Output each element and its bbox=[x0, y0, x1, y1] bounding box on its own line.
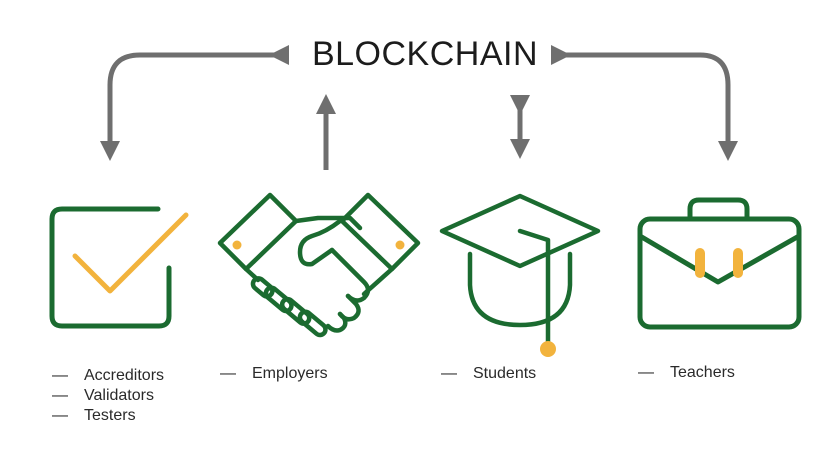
students-list: Students bbox=[441, 364, 536, 384]
graduation-cap-icon bbox=[439, 193, 601, 357]
accreditors-list: Accreditors Validators Testers bbox=[52, 366, 164, 426]
teachers-list: Teachers bbox=[638, 363, 735, 383]
list-item: Employers bbox=[220, 364, 328, 384]
arrow-blockchain-to-teachers bbox=[550, 45, 738, 161]
checkbox-check-icon bbox=[49, 206, 189, 329]
list-item: Testers bbox=[52, 406, 164, 426]
list-item: Students bbox=[441, 364, 536, 384]
blockchain-title: BLOCKCHAIN bbox=[311, 35, 539, 73]
briefcase-icon bbox=[637, 197, 802, 330]
list-item: Validators bbox=[52, 386, 164, 406]
arrows bbox=[100, 45, 738, 170]
arrow-blockchain-to-accreditors bbox=[100, 45, 290, 161]
list-item: Teachers bbox=[638, 363, 735, 383]
employers-list: Employers bbox=[220, 364, 328, 384]
handshake-icon bbox=[217, 192, 421, 338]
list-item: Accreditors bbox=[52, 366, 164, 386]
